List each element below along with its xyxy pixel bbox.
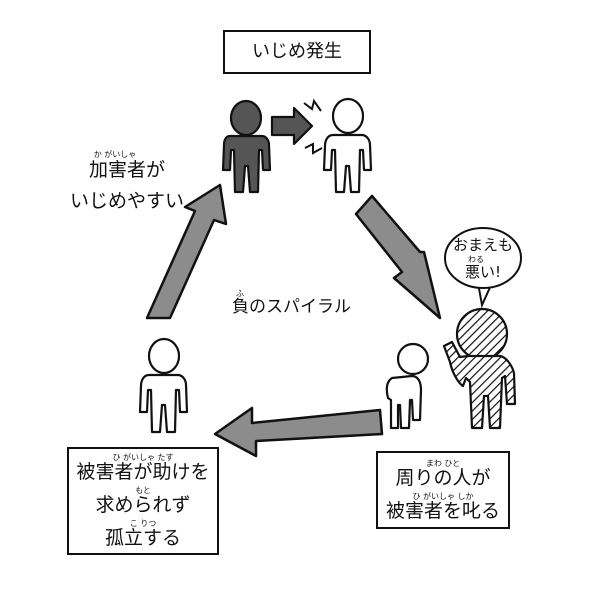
victim-box: ひ がいしゃ たす 被害者が助けを もと 求められず こ りつ 孤立する [67,447,219,555]
bully-figure [221,99,272,194]
bully-label: か がいしゃ 加害者が いじめやすい [62,151,192,211]
center-label: ふ 負のスパイラル [232,290,351,316]
bystander-box-ruby2: ひ がいしゃ しか [412,491,474,501]
speech-bubble-text: おまえも わる 悪い! [447,238,519,280]
bystander-box: まわ ひと 周りの人が ひ がいしゃ しか 被害者を叱る [376,451,510,529]
speech-bubble-line1: おまえも [452,236,513,254]
speech-bubble-ruby: わる [468,255,484,264]
pushed-victim-figure [322,97,373,194]
bully-label-line2: いじめやすい [69,190,184,212]
cycle-arrow-victim-to-start [145,183,228,320]
impact-mark-bottom [304,142,323,155]
bystander-box-line1: 周りの人が [395,466,491,489]
bystander-box-line2: 被害者を叱る [385,499,500,522]
speech-bubble-line2: 悪い! [464,263,501,281]
start-box: いじめ発生 [223,30,371,74]
scolding-bystander-figure [442,307,517,430]
victim-box-ruby2: もと [135,486,151,495]
bowed-victim-figure [385,342,430,430]
victim-box-line2: 求められず [95,494,191,516]
victim-box-line3: 孤立する [104,527,181,549]
start-box-text: いじめ発生 [252,41,342,62]
push-arrow [270,106,314,146]
center-label-ruby: ふ [236,289,244,298]
bully-label-ruby: か がいしゃ [93,150,137,159]
cycle-arrow-start-to-bystander [354,194,442,320]
impact-mark-top [303,98,322,112]
victim-box-ruby1: ひ がいしゃ たす [112,453,174,462]
isolated-victim-figure [138,337,189,434]
bully-label-line1: 加害者が [88,159,165,181]
victim-box-ruby3: こ りつ [129,519,157,528]
victim-box-line1: 被害者が助けを [76,461,210,483]
cycle-arrow-bystander-to-victim [213,406,384,458]
bystander-box-ruby1: まわ ひと [425,458,461,468]
center-label-text: 負のスパイラル [232,297,351,317]
speech-bubble [444,227,522,309]
